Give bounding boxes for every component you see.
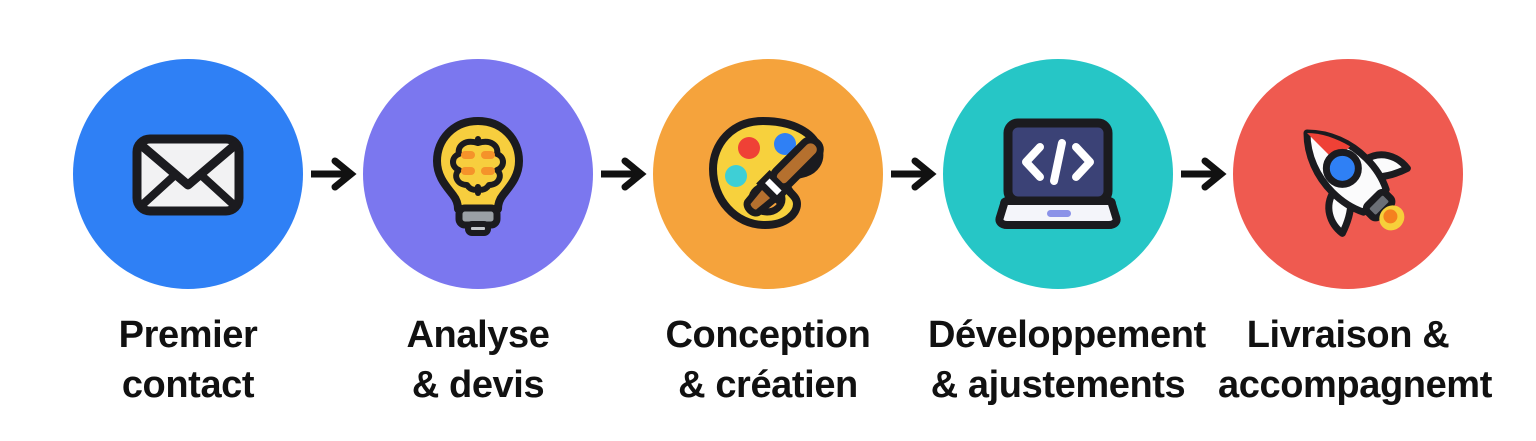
envelope-icon xyxy=(132,134,244,216)
laptop-code-icon xyxy=(995,118,1121,229)
step-5-label: Livraison & accompagnemt xyxy=(1218,314,1492,407)
process-step-4[interactable]: Développement & ajustements xyxy=(928,0,1206,410)
step-4-icon-circle xyxy=(943,59,1173,289)
process-step-2[interactable]: Analyse & devis xyxy=(362,0,594,410)
arrow-right-icon xyxy=(891,157,937,191)
step-3-label: Conception & créatien xyxy=(665,314,871,407)
arrow-right-icon xyxy=(311,157,357,191)
step-1-label: Premier contact xyxy=(118,314,258,407)
step-1-icon-circle xyxy=(73,59,303,289)
process-step-1[interactable]: Premier contact xyxy=(72,0,304,410)
rocket-icon xyxy=(1303,129,1411,237)
step-4-label: Développement & ajustements xyxy=(928,314,1206,407)
step-2-icon-circle xyxy=(363,59,593,289)
arrow-right-icon xyxy=(601,157,647,191)
process-step-3[interactable]: Conception & créatien xyxy=(652,0,884,410)
process-step-5[interactable]: Livraison & accompagnemt xyxy=(1218,0,1492,410)
flow-arrow-4 xyxy=(1174,0,1232,289)
palette-brush-icon xyxy=(709,117,824,229)
flow-arrow-2 xyxy=(594,0,652,289)
lightbulb-brain-icon xyxy=(433,117,523,236)
step-2-label: Analyse & devis xyxy=(406,314,550,407)
step-5-icon-circle xyxy=(1233,59,1463,289)
flow-arrow-1 xyxy=(304,0,362,289)
flow-arrow-3 xyxy=(884,0,942,289)
step-3-icon-circle xyxy=(653,59,883,289)
arrow-right-icon xyxy=(1181,157,1227,191)
